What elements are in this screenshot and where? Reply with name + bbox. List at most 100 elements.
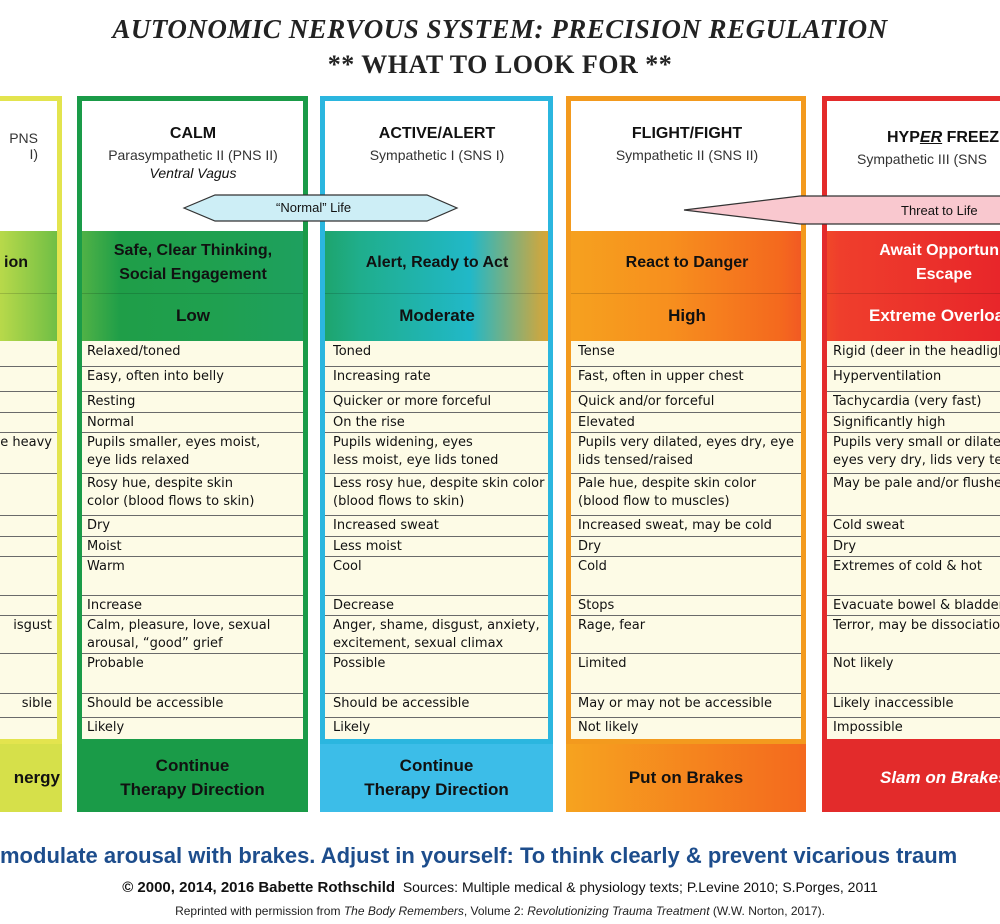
column-title-active: ACTIVE/ALERT xyxy=(378,125,496,142)
state-label-flight: React to Danger xyxy=(625,254,749,271)
arousal-label-freeze: Extreme Overloa xyxy=(869,306,1000,325)
column-title-flight: FLIGHT/FIGHT xyxy=(631,125,743,142)
column-sub-freeze: Sympathetic III (SNS xyxy=(857,151,987,167)
row-divider xyxy=(0,595,1000,596)
table-cell: Dry xyxy=(87,518,111,533)
table-cell: Should be accessible xyxy=(333,696,470,711)
table-cell: Extremes of cold & hot xyxy=(833,559,982,574)
row-divider xyxy=(0,391,1000,392)
table-cell: Quicker or more forceful xyxy=(333,394,492,409)
table-cell: Normal xyxy=(87,415,135,430)
footer-pns1: nergy xyxy=(0,744,62,812)
table-cell: On the rise xyxy=(333,415,405,430)
threat-to-life-arrow xyxy=(683,195,1000,225)
table-cell: Rigid (deer in the headligh xyxy=(833,344,1000,359)
table-cell: sible xyxy=(21,696,52,711)
copyright-line: © 2000, 2014, 2016 Babette Rothschild So… xyxy=(0,879,1000,896)
column-head-freeze: HYPER FREEZE Sympathetic III (SNS xyxy=(829,101,1000,231)
column-sub-active: Sympathetic I (SNS I) xyxy=(369,147,505,163)
table-cell: Stops xyxy=(578,598,615,613)
table-cell: Anger, shame, disgust, anxiety,excitemen… xyxy=(333,618,540,651)
chart-subtitle: ** WHAT TO LOOK FOR ** xyxy=(327,50,673,79)
table-cell: Cold xyxy=(578,559,607,574)
arousal-label-calm: Low xyxy=(176,306,210,325)
row-divider xyxy=(0,366,1000,367)
table-cell: Dry xyxy=(833,539,857,554)
table-cell: Increased sweat, may be cold xyxy=(578,518,772,533)
table-cell: Terror, may be dissociatio xyxy=(833,618,1000,633)
row-divider xyxy=(0,615,1000,616)
table-cell: Limited xyxy=(578,656,627,671)
table-cell: Decrease xyxy=(333,598,394,613)
table-cell: Pupils smaller, eyes moist,eye lids rela… xyxy=(87,435,261,468)
table-cell: Not likely xyxy=(833,656,894,671)
copyright: © 2000, 2014, 2016 Babette Rothschild xyxy=(122,879,396,896)
table-cell: Tachycardia (very fast) xyxy=(833,394,982,409)
table-cell: Probable xyxy=(87,656,144,671)
row-divider xyxy=(0,693,1000,694)
table-cell: Increasing rate xyxy=(333,369,431,384)
table-cell: Quick and/or forceful xyxy=(578,394,715,409)
state-band xyxy=(0,231,1000,293)
table-cell: Impossible xyxy=(833,720,903,735)
table-cell: Toned xyxy=(333,344,372,359)
table-cell: Increase xyxy=(87,598,143,613)
table-cell: Fast, often in upper chest xyxy=(578,369,744,384)
column-title-freeze: HYPER FREEZE xyxy=(887,129,1000,146)
table-cell: Significantly high xyxy=(833,415,946,430)
table-cell: Elevated xyxy=(578,415,635,430)
table-cell: May or may not be accessible xyxy=(578,696,772,711)
table-cell: Moist xyxy=(87,539,122,554)
chart-title: AUTONOMIC NERVOUS SYSTEM: PRECISION REGU… xyxy=(112,14,888,44)
row-divider xyxy=(0,717,1000,718)
footer-freeze: Slam on Brakes xyxy=(822,744,1000,812)
table-cell: Evacuate bowel & bladder xyxy=(833,598,1000,613)
table-cell: Less rosy hue, despite skin color(blood … xyxy=(333,476,545,509)
table-cell: Rage, fear xyxy=(578,618,646,633)
table-cell: e heavy xyxy=(0,435,52,450)
normal-life-label: “Normal” Life xyxy=(276,200,352,215)
table-cell: Less moist xyxy=(333,539,402,554)
table-cell: Tense xyxy=(578,344,615,359)
arousal-label-active: Moderate xyxy=(399,306,475,325)
column-sub-flight: Sympathetic II (SNS II) xyxy=(615,147,759,163)
row-divider xyxy=(0,556,1000,557)
column-gap xyxy=(308,96,320,812)
column-head-calm: CALM Parasympathetic II (PNS II) Ventral… xyxy=(83,101,303,231)
table-cell: Not likely xyxy=(578,720,639,735)
arrows-layer xyxy=(182,194,1000,225)
column-title-calm: CALM xyxy=(169,125,217,142)
footer-flight: Put on Brakes xyxy=(566,744,806,812)
table-cell: Likely inaccessible xyxy=(833,696,954,711)
row-divider xyxy=(0,473,1000,474)
table-cell: Likely xyxy=(87,720,125,735)
table-cell: Possible xyxy=(333,656,386,671)
table-cell: Resting xyxy=(87,394,136,409)
table-cell: Pale hue, despite skin color(blood flow … xyxy=(578,476,757,509)
table-cell: Dry xyxy=(578,539,602,554)
table-cell: Should be accessible xyxy=(87,696,224,711)
column-head-active: ACTIVE/ALERT Sympathetic I (SNS I) xyxy=(326,101,548,231)
table-cell: Relaxed/toned xyxy=(87,344,181,359)
row-divider xyxy=(0,412,1000,413)
arousal-label-flight: High xyxy=(668,306,706,325)
table-cell: Hyperventilation xyxy=(833,369,942,384)
state-label-calm: Safe, Clear Thinking,Social Engagement xyxy=(113,242,273,283)
column-head-flight: FLIGHT/FIGHT Sympathetic II (SNS II) xyxy=(572,101,802,231)
table-cell: Cool xyxy=(333,559,362,574)
table-body xyxy=(0,341,1000,742)
reprint-line: Reprinted with permission from The Body … xyxy=(175,904,825,918)
table-cell: Increased sweat xyxy=(333,518,439,533)
row-divider xyxy=(0,432,1000,433)
column-sub2-calm: Ventral Vagus xyxy=(149,165,237,181)
table-cell: Likely xyxy=(333,720,371,735)
state-label-active: Alert, Ready to Act xyxy=(365,254,509,271)
bottom-statement: modulate arousal with brakes. Adjust in … xyxy=(0,843,958,868)
